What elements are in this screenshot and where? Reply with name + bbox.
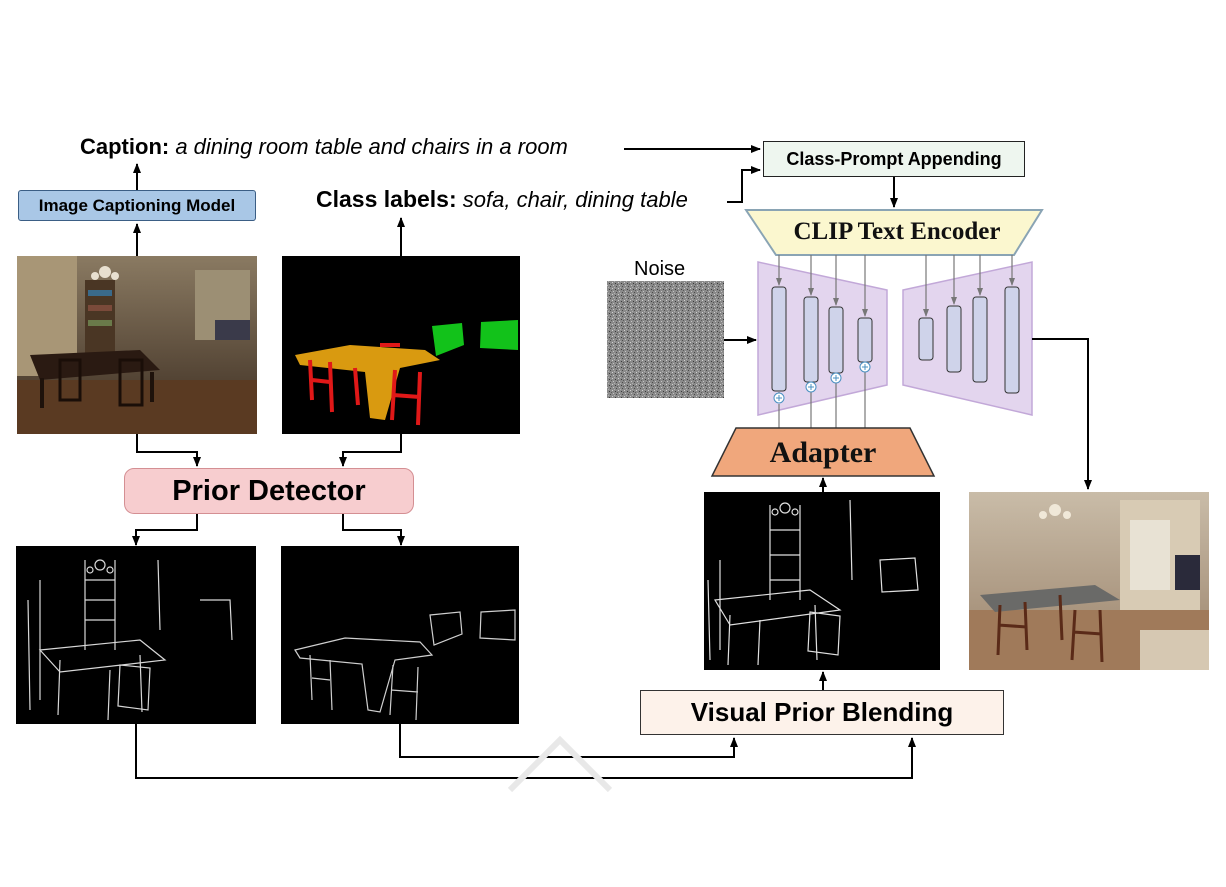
class-labels-value: sofa, chair, dining table (462, 187, 688, 212)
class-labels-text: Class labels: sofa, chair, dining table (316, 186, 688, 213)
plus-icons (773, 361, 871, 404)
segmentation-map (282, 256, 520, 434)
edge-map-segmentation (281, 546, 519, 724)
class-labels-key: Class labels: (316, 186, 457, 212)
class-prompt-appending-box: Class-Prompt Appending (763, 141, 1025, 177)
watermark (507, 735, 613, 793)
clip-to-unet-arrows (776, 255, 1015, 317)
adapter-to-unet-arrows (778, 372, 866, 428)
caption-key: Caption: (80, 134, 170, 159)
prior-detector-box: Prior Detector (124, 468, 414, 514)
adapter-label: Adapter (769, 436, 877, 469)
generated-image (969, 492, 1209, 670)
clip-text-encoder-shape (744, 209, 1044, 256)
adapter-shape (710, 427, 936, 477)
edge-map-image (16, 546, 256, 724)
visual-prior-blending-box: Visual Prior Blending (640, 690, 1004, 735)
caption-value: a dining room table and chairs in a room (175, 134, 568, 159)
input-photo (17, 256, 257, 434)
blended-edge-map (704, 492, 940, 670)
clip-text-encoder-label: CLIP Text Encoder (793, 218, 1001, 245)
unet-blocks (771, 286, 1020, 394)
noise-image (607, 281, 724, 398)
image-captioning-model-box: Image Captioning Model (18, 190, 256, 221)
unet-decoder-shape (902, 261, 1033, 416)
noise-label: Noise (634, 258, 686, 280)
unet-encoder-shape (757, 261, 888, 416)
caption-text: Caption: a dining room table and chairs … (80, 134, 568, 160)
